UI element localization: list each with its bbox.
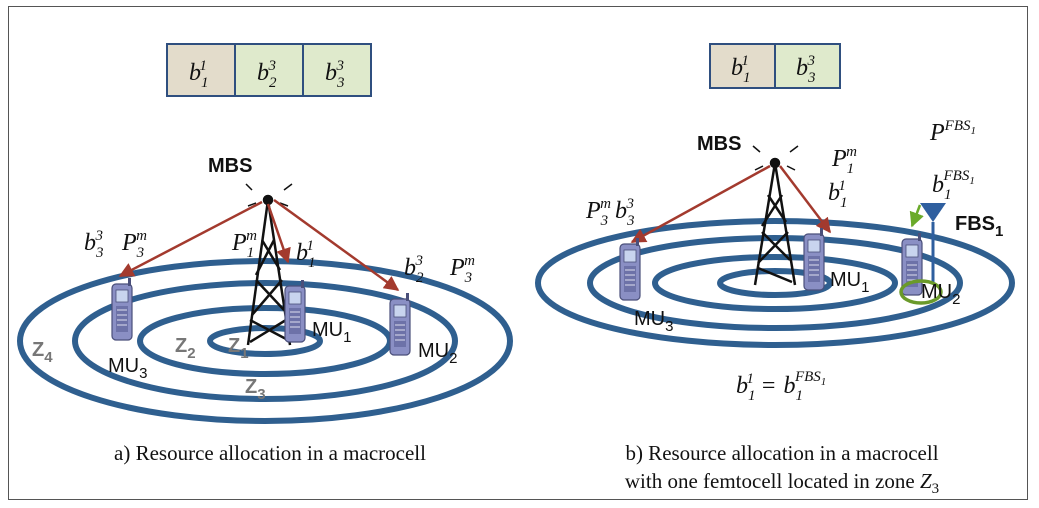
mu2-label: MU2 bbox=[418, 340, 457, 367]
label-b11: b11 bbox=[828, 178, 846, 211]
zone-z2-label: Z2 bbox=[175, 335, 196, 362]
mbs-label: MBS bbox=[208, 155, 252, 177]
mu3-phone-icon bbox=[111, 277, 133, 341]
svg-text:b11: b11 bbox=[189, 58, 207, 91]
caption-a: a) Resource allocation in a macrocell bbox=[114, 441, 426, 465]
svg-text:b33: b33 bbox=[325, 58, 345, 91]
ring-z3 bbox=[72, 280, 458, 402]
label-p-fbs: PFBS1 bbox=[929, 118, 976, 146]
label-p3m: P3m bbox=[121, 228, 147, 261]
label-b33: b33 bbox=[84, 228, 104, 261]
mu2-label: MU2 bbox=[921, 281, 960, 308]
resource-block: b11 bbox=[709, 43, 776, 89]
caption-b-line2: with one femtocell located in zone Z3 bbox=[625, 469, 939, 497]
macro-tower-icon bbox=[752, 145, 799, 286]
mu1-phone-icon bbox=[284, 279, 306, 343]
signal-arrows-b bbox=[630, 164, 831, 244]
resource-block: b33 bbox=[302, 43, 372, 97]
mu1-label: MU1 bbox=[830, 269, 869, 296]
equation: b11=b1FBS1 bbox=[736, 369, 826, 404]
arrow-to-mu3 bbox=[118, 200, 263, 278]
ring-z4 bbox=[17, 258, 513, 424]
panel-a: b11 b23 b33 bbox=[17, 43, 513, 465]
caption-b-line1: b) Resource allocation in a macrocell bbox=[625, 441, 938, 465]
label-p1m: P1m bbox=[231, 228, 257, 261]
label-b23: b23 bbox=[404, 253, 424, 286]
zone-z1-label: Z1 bbox=[228, 335, 249, 362]
ring-z1 bbox=[717, 268, 833, 298]
arrow-to-mu3 bbox=[630, 164, 771, 244]
zone-z3-label: Z3 bbox=[245, 376, 266, 403]
arrow-to-mu1 bbox=[266, 203, 291, 264]
fbs-label: FBS1 bbox=[955, 213, 1003, 240]
resource-blocks-b: b11 b33 bbox=[709, 43, 841, 89]
arrow-to-mu1 bbox=[779, 165, 831, 234]
resource-block: b11 bbox=[166, 43, 236, 97]
mu1-phone-icon bbox=[803, 227, 825, 291]
svg-text:b11: b11 bbox=[731, 53, 749, 86]
zone-z4-label: Z4 bbox=[32, 339, 53, 366]
resource-block: b23 bbox=[234, 43, 304, 97]
mu3-label: MU3 bbox=[108, 355, 147, 382]
svg-text:b33: b33 bbox=[796, 53, 816, 86]
figure-frame bbox=[8, 6, 1028, 500]
ring-outer bbox=[535, 218, 1015, 348]
mu2-phone-icon bbox=[389, 292, 411, 356]
label-b-fbs: b1FBS1 bbox=[932, 168, 975, 203]
ring-z2 bbox=[652, 254, 898, 312]
femtocell-coverage bbox=[899, 279, 943, 305]
ring-z3 bbox=[587, 235, 963, 331]
mu1-label: MU1 bbox=[312, 319, 351, 346]
arrow-to-mu2 bbox=[273, 198, 400, 292]
svg-text:b23: b23 bbox=[257, 58, 277, 91]
resource-blocks-a: b11 b23 b33 bbox=[166, 43, 372, 97]
mu3-phone-icon bbox=[619, 237, 641, 301]
mu3-label: MU3 bbox=[634, 308, 673, 335]
label-p1m: P1m bbox=[831, 144, 857, 177]
resource-block: b33 bbox=[774, 43, 841, 89]
label-b11: b11 bbox=[296, 238, 314, 271]
signal-arrows-a bbox=[118, 198, 400, 292]
femto-antenna-icon bbox=[899, 203, 946, 305]
label-p3m-right: P3m bbox=[449, 253, 475, 286]
mbs-label: MBS bbox=[697, 133, 741, 155]
zone-rings-b bbox=[535, 218, 1015, 348]
panel-b: b11 b33 MBS bbox=[535, 43, 1015, 497]
